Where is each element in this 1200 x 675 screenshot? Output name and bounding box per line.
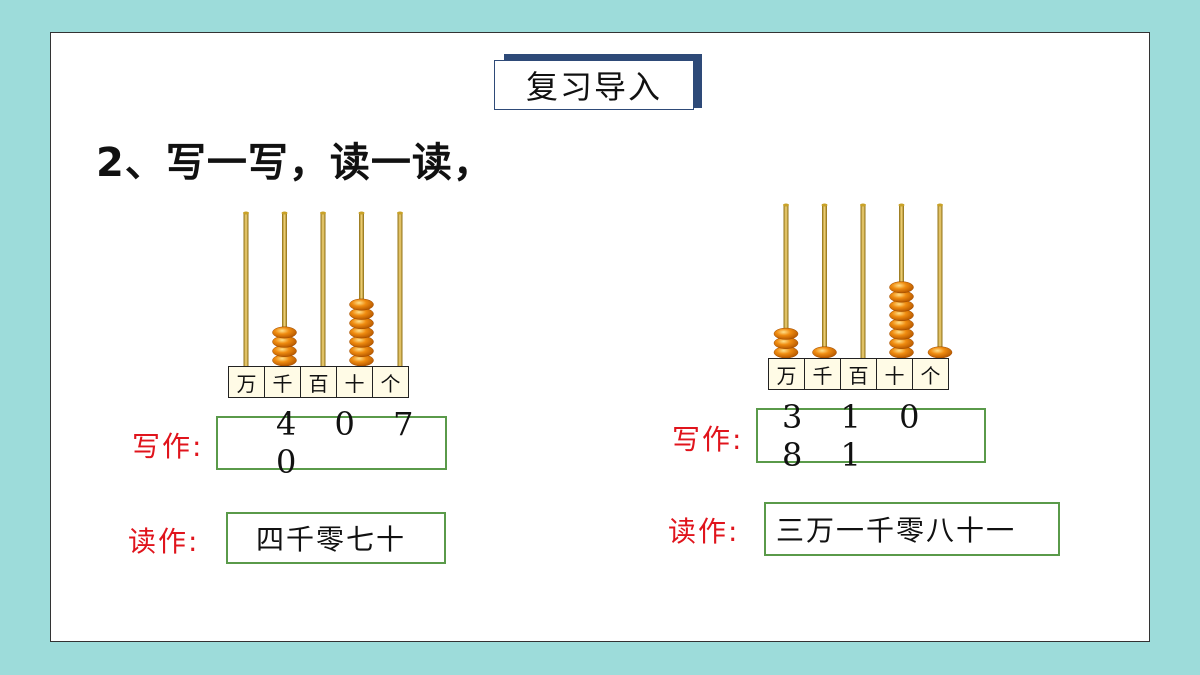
abacus-rod-bai (320, 212, 326, 366)
abacus-rod-ge (397, 212, 403, 366)
read-value-2: 三万一千零八十一 (776, 514, 1017, 547)
slide-title: 复习导入 (494, 60, 694, 110)
abacus-drawing (243, 211, 403, 367)
abacus-rod-cap (358, 211, 365, 215)
abacus-rod-cap (937, 203, 943, 207)
abacus-2 (766, 202, 956, 360)
write-label-1: 写作: (132, 430, 204, 463)
abacus-rod-cap (821, 203, 828, 207)
abacus-rod-wan (243, 212, 249, 366)
abacus-bead-qian (272, 326, 297, 339)
place-label-ge: 个 (912, 358, 949, 390)
abacus-rod-wan (783, 204, 789, 358)
abacus-rod-qian (822, 204, 827, 358)
write-answer-2: 3 1 0 8 1 (756, 398, 986, 474)
place-label-shi: 十 (876, 358, 913, 390)
abacus-bead-shi (349, 298, 374, 311)
abacus-rod-shi (899, 204, 904, 358)
place-label-bai: 百 (840, 358, 877, 390)
abacus-rod-cap (320, 211, 326, 215)
abacus-rod-cap (281, 211, 288, 215)
abacus-bead-wan (773, 327, 799, 340)
abacus-rod-bai (860, 204, 866, 358)
abacus-rod-cap (783, 203, 789, 207)
abacus-1 (226, 210, 416, 368)
title-panel: 复习导入 (494, 54, 704, 110)
place-label-bai: 百 (300, 366, 337, 398)
read-label-2: 读作: (668, 515, 740, 548)
place-value-labels-2: 万 千 百 十 个 (768, 358, 949, 390)
write-value-2: 3 1 0 8 1 (782, 397, 934, 474)
place-value-labels-1: 万 千 百 十 个 (228, 366, 409, 398)
abacus-bead-shi (889, 281, 914, 294)
place-label-ge: 个 (372, 366, 409, 398)
read-value-1: 四千零七十 (256, 523, 407, 556)
abacus-rod-cap (898, 203, 905, 207)
write-value-1: 4 0 7 0 (276, 405, 428, 481)
read-answer-2: 三万一千零八十一 (764, 502, 1060, 556)
read-answer-1: 四千零七十 (226, 512, 446, 564)
read-label-1: 读作: (128, 525, 200, 558)
abacus-rod-qian (282, 212, 287, 366)
place-label-shi: 十 (336, 366, 373, 398)
place-label-qian: 千 (804, 358, 841, 390)
write-label-2: 写作: (672, 423, 744, 456)
abacus-rod-cap (397, 211, 403, 215)
abacus-rod-shi (359, 212, 364, 366)
exercise-heading: 2、写一写，读一读， (96, 140, 494, 186)
write-answer-1: 4 0 7 0 (216, 405, 447, 481)
abacus-drawing (773, 203, 953, 359)
abacus-rod-cap (860, 203, 866, 207)
abacus-rod-cap (243, 211, 249, 215)
abacus-rod-ge (937, 204, 943, 358)
place-label-wan: 万 (228, 366, 265, 398)
place-label-qian: 千 (264, 366, 301, 398)
place-label-wan: 万 (768, 358, 805, 390)
abacus-bead-qian (812, 346, 837, 359)
abacus-bead-ge (927, 346, 953, 359)
